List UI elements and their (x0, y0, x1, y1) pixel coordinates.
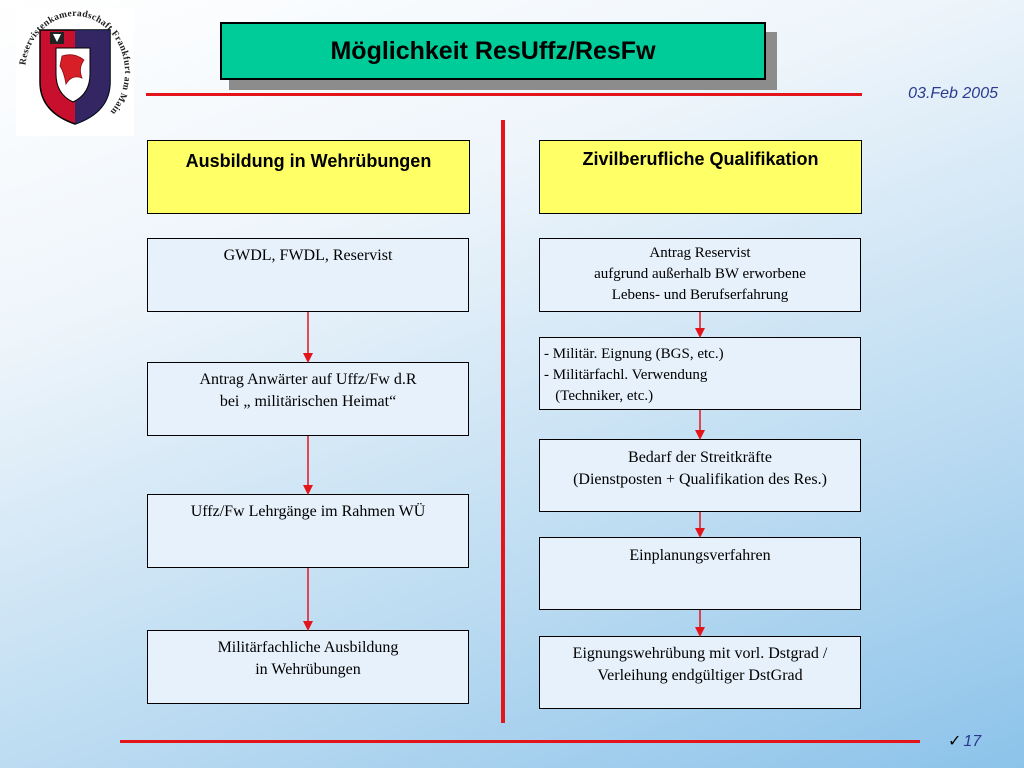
box-text-line: (Dienstposten + Qualifikation des Res.) (573, 471, 827, 488)
center-divider (501, 120, 505, 723)
left-box-2: Antrag Anwärter auf Uffz/Fw d.R bei „ mil… (147, 362, 469, 436)
box-text-line: bei „ militärischen Heimat“ (219, 393, 397, 410)
box-text-line: Militärfachliche Ausbildung (217, 639, 399, 656)
page-number: 17 (963, 733, 982, 750)
left-box-3: Uffz/Fw Lehrgänge im Rahmen WÜ (147, 494, 469, 568)
box-text-line: Uffz/Fw Lehrgänge im Rahmen WÜ (190, 503, 426, 520)
box-text-line: Antrag Anwärter auf Uffz/Fw d.R (199, 371, 417, 388)
right-box-3: Bedarf der Streitkräfte (Dienstposten + Q… (539, 439, 861, 512)
box-text-line: Bedarf der Streitkräfte (628, 449, 772, 466)
box-text-line: - Militärfachl. Verwendung (544, 367, 708, 383)
right-column-header: Zivilberufliche Qualifikation (539, 140, 862, 214)
right-box-1: Antrag Reservist aufgrund außerhalb BW er… (539, 238, 861, 312)
box-text-line: Eignungswehrübung mit vorl. Dstgrad / (572, 645, 828, 662)
box-text-line: Einplanungsverfahren (629, 547, 771, 564)
right-box-5: Eignungswehrübung mit vorl. Dstgrad / Ver… (539, 636, 861, 709)
right-box-4: Einplanungsverfahren (539, 537, 861, 610)
box-text-line: - Militär. Eignung (BGS, etc.) (544, 346, 724, 362)
checkmark-icon: ✓ (948, 733, 962, 750)
slide-title: Möglichkeit ResUffz/ResFw (220, 22, 766, 80)
box-text-line: Antrag Reservist (649, 245, 751, 261)
box-text-line: Lebens- und Berufserfahrung (611, 287, 789, 303)
box-text-line: Verleihung endgültiger DstGrad (597, 667, 803, 684)
left-column-header: Ausbildung in Wehrübungen (147, 140, 470, 214)
bottom-rule (120, 740, 920, 743)
right-box-2: - Militär. Eignung (BGS, etc.) - Militärf… (539, 337, 861, 410)
page-footer: ✓17 (948, 731, 981, 751)
box-text-line: GWDL, FWDL, Reservist (223, 247, 393, 264)
box-text-line: (Techniker, etc.) (544, 388, 654, 404)
coat-of-arms-icon: Reservistenkameradschaft Frankfurt am Ma… (18, 9, 132, 125)
box-text-line: aufgrund außerhalb BW erworbene (594, 266, 806, 282)
left-box-1: GWDL, FWDL, Reservist (147, 238, 469, 312)
box-text-line: in Wehrübungen (255, 661, 361, 678)
left-box-4: Militärfachliche Ausbildung in Wehrübunge… (147, 630, 469, 704)
slide-date: 03.Feb 2005 (908, 85, 998, 102)
top-rule (146, 93, 862, 96)
logo-coat-of-arms-icon: Reservistenkameradschaft Frankfurt am Ma… (16, 8, 134, 136)
